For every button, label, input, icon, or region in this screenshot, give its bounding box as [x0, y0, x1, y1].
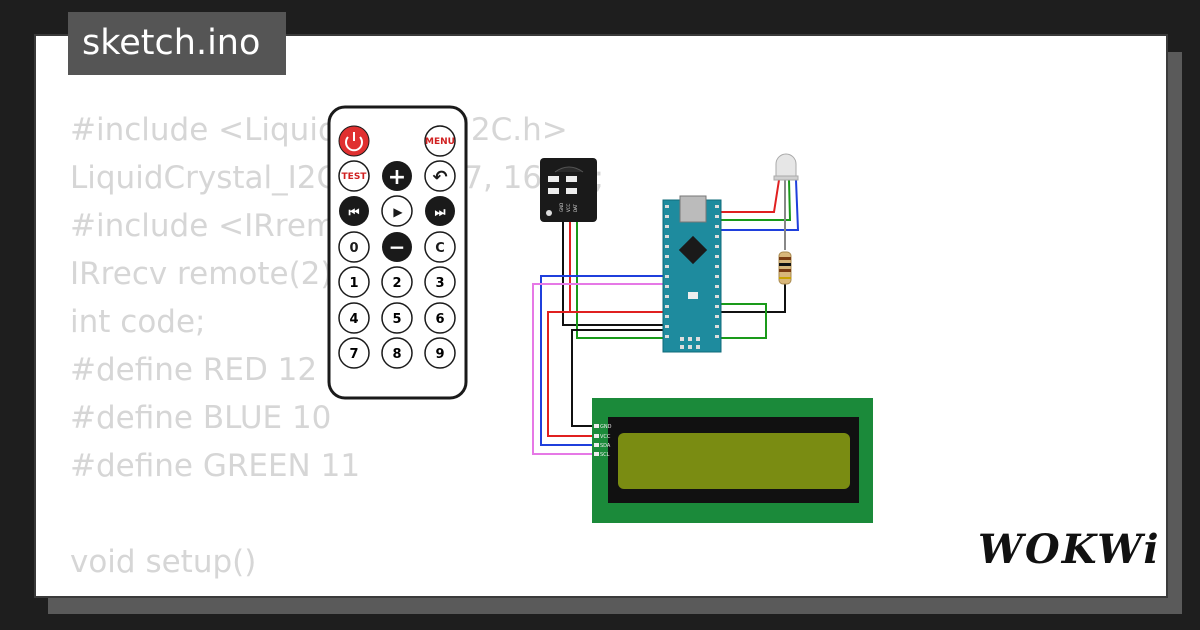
clear-label: C: [435, 241, 445, 256]
digit-3-button[interactable]: 3: [424, 266, 456, 298]
play-icon: ▶: [393, 205, 403, 219]
power-icon: [345, 136, 363, 152]
digit-label: 6: [435, 312, 444, 327]
lcd-display[interactable]: GND VCC SDA SCL: [592, 398, 873, 523]
prev-icon: ⏮: [349, 205, 360, 219]
test-label: TEST: [342, 172, 368, 182]
ir-pin-vcc-label: VCC: [566, 203, 571, 212]
wires: [532, 179, 800, 455]
code-line: {: [70, 586, 604, 596]
digit-label: 2: [392, 276, 401, 291]
wire-led-red: [718, 179, 780, 213]
ir-receiver-pad: [566, 188, 577, 194]
digit-9-button[interactable]: 9: [424, 337, 456, 369]
digit-1-button[interactable]: 1: [338, 266, 370, 298]
wire-loop: [718, 303, 767, 339]
digit-4-button[interactable]: 4: [338, 302, 370, 334]
rgb-led[interactable]: [773, 153, 799, 181]
power-button[interactable]: [338, 125, 370, 157]
wire-led-green: [718, 179, 792, 221]
ir-receiver-pad: [548, 176, 559, 182]
lcd-pin-sda-label: SDA: [600, 443, 611, 449]
plus-icon: +: [388, 165, 406, 190]
next-button[interactable]: ⏭: [425, 196, 455, 226]
wokwi-logo: WOKWi: [978, 526, 1161, 573]
test-button[interactable]: TEST: [338, 160, 370, 192]
ir-receiver-pad: [566, 176, 577, 182]
wire-lcd-sda: [540, 275, 667, 446]
code-line: #define RED 12: [70, 352, 318, 388]
wire-led-blue: [718, 179, 800, 231]
lcd-pin-gnd-label: GND: [600, 424, 612, 430]
digit-label: 7: [349, 347, 358, 362]
ir-receiver-pad: [548, 188, 559, 194]
back-icon: ↶: [432, 167, 447, 188]
digit-2-button[interactable]: 2: [381, 266, 413, 298]
digit-6-button[interactable]: 6: [424, 302, 456, 334]
digit-label: 1: [349, 276, 358, 291]
lcd-pin-scl-label: SCL: [600, 452, 610, 458]
mcu-chip: [678, 235, 708, 265]
wire-ir-vcc: [569, 222, 667, 313]
menu-label: MENU: [425, 137, 455, 147]
digit-label: 5: [392, 312, 401, 327]
wire-resistor-gnd: [718, 284, 786, 313]
wire-lcd-gnd: [571, 329, 667, 427]
clear-button[interactable]: C: [424, 231, 456, 263]
code-line: #define GREEN 11: [70, 448, 361, 484]
code-line: int code;: [70, 304, 206, 340]
code-line: IRrecv remote(2);: [70, 256, 343, 292]
mount-hole: [546, 210, 552, 216]
code-line: #define BLUE 10: [70, 400, 332, 436]
lcd-screen: [618, 433, 850, 489]
ir-pin-dat-label: DAT: [573, 204, 578, 212]
digit-label: 9: [435, 347, 444, 362]
back-button[interactable]: ↶: [424, 160, 456, 192]
arduino-nano[interactable]: [662, 195, 722, 353]
lcd-pin-vcc-label: VCC: [600, 434, 611, 440]
wire-lcd-scl: [532, 283, 667, 455]
digit-7-button[interactable]: 7: [338, 337, 370, 369]
ir-remote[interactable]: MENU TEST + ↶ ⏮ ▶ ⏭: [327, 105, 468, 400]
menu-button[interactable]: MENU: [424, 125, 456, 157]
code-line: void setup(): [70, 544, 257, 580]
ir-pin-gnd-label: GND: [559, 203, 564, 212]
play-button[interactable]: ▶: [381, 195, 413, 227]
wire-ir-dat: [576, 222, 667, 339]
digit-5-button[interactable]: 5: [381, 302, 413, 334]
resistor[interactable]: [778, 251, 792, 285]
usb-port: [679, 195, 707, 223]
minus-icon: −: [389, 235, 406, 259]
minus-button[interactable]: −: [382, 232, 412, 262]
lcd-pin-header: [594, 424, 599, 456]
pin-header-left: [665, 205, 669, 338]
ir-receiver[interactable]: GND VCC DAT: [540, 158, 597, 222]
zero-button[interactable]: 0: [338, 231, 370, 263]
plus-button[interactable]: +: [382, 161, 412, 191]
digit-label: 8: [392, 347, 401, 362]
wire-lcd-vcc: [547, 311, 667, 437]
file-tab[interactable]: sketch.ino: [68, 12, 286, 75]
icsp-header: [680, 337, 700, 349]
prev-button[interactable]: ⏮: [339, 196, 369, 226]
pin-header-right: [715, 205, 719, 338]
wire-ir-gnd: [562, 222, 667, 326]
digit-8-button[interactable]: 8: [381, 337, 413, 369]
digit-label: 3: [435, 276, 444, 291]
digit-label: 4: [349, 312, 358, 327]
next-icon: ⏭: [435, 205, 446, 219]
zero-label: 0: [349, 241, 358, 256]
reset-button: [688, 292, 698, 299]
